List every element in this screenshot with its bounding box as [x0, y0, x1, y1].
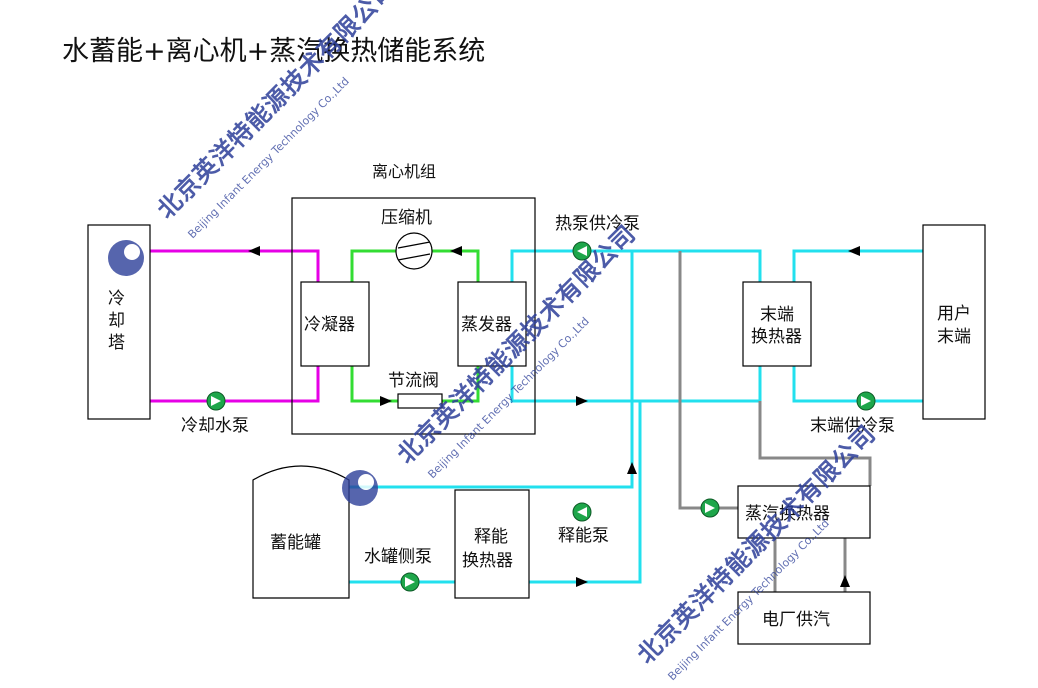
release-pump-label: 释能泵 — [558, 526, 609, 546]
cooling-water-pump-label: 冷却水泵 — [181, 416, 249, 436]
evaporator-label: 蒸发器 — [461, 315, 512, 335]
pump-icon — [856, 391, 876, 411]
throttle-valve-label: 节流阀 — [388, 371, 439, 391]
centrifugal-unit-frame — [291, 197, 536, 435]
diagram-title: 水蓄能+离心机+蒸汽换热储能系统 — [62, 36, 486, 67]
condenser-label: 冷凝器 — [304, 315, 355, 335]
plant-steam-box — [737, 591, 871, 645]
user-terminal-label-2: 末端 — [937, 327, 971, 347]
evaporator-box — [457, 281, 527, 367]
terminal-hx-box — [742, 281, 812, 367]
plant-steam-label: 电厂供汽 — [762, 610, 830, 630]
pump-icon — [572, 502, 592, 522]
pump-icon — [572, 241, 592, 261]
condenser-box — [300, 281, 370, 367]
terminal-cooling-pump-label: 末端供冷泵 — [810, 416, 895, 436]
user-terminal-label-1: 用户 — [937, 304, 971, 324]
compressor-icon — [395, 232, 433, 270]
pump-icon — [206, 391, 226, 411]
throttle-valve — [397, 393, 443, 409]
user-terminal-box — [922, 224, 986, 420]
centrifugal-unit-label: 离心机组 — [372, 162, 437, 181]
flow-arrows — [248, 246, 860, 587]
logo-mark — [342, 470, 378, 506]
logo-mark — [108, 240, 144, 276]
release-hx-box — [454, 489, 530, 599]
steam-hx-box — [737, 485, 871, 539]
terminal-hx-label-2: 换热器 — [751, 327, 802, 347]
cooling-tower-label-1: 冷 — [108, 289, 125, 309]
storage-tank-label: 蓄能罐 — [270, 533, 321, 553]
cooling-water-pipes — [150, 249, 320, 403]
release-hx-label-1: 释能 — [474, 527, 508, 547]
cooling-tower-label-2: 却 — [108, 311, 125, 331]
pump-icon — [700, 498, 720, 518]
terminal-hx-label-1: 末端 — [760, 305, 794, 325]
tank-side-pump-label: 水罐侧泵 — [364, 547, 432, 567]
steam-hx-label: 蒸汽换热器 — [745, 504, 830, 524]
pump-icon — [400, 572, 420, 592]
cooling-tower-label-3: 塔 — [108, 333, 125, 353]
release-hx-label-2: 换热器 — [462, 551, 513, 571]
compressor-label: 压缩机 — [381, 208, 432, 228]
heat-pump-cooling-pump-label: 热泵供冷泵 — [555, 214, 640, 234]
